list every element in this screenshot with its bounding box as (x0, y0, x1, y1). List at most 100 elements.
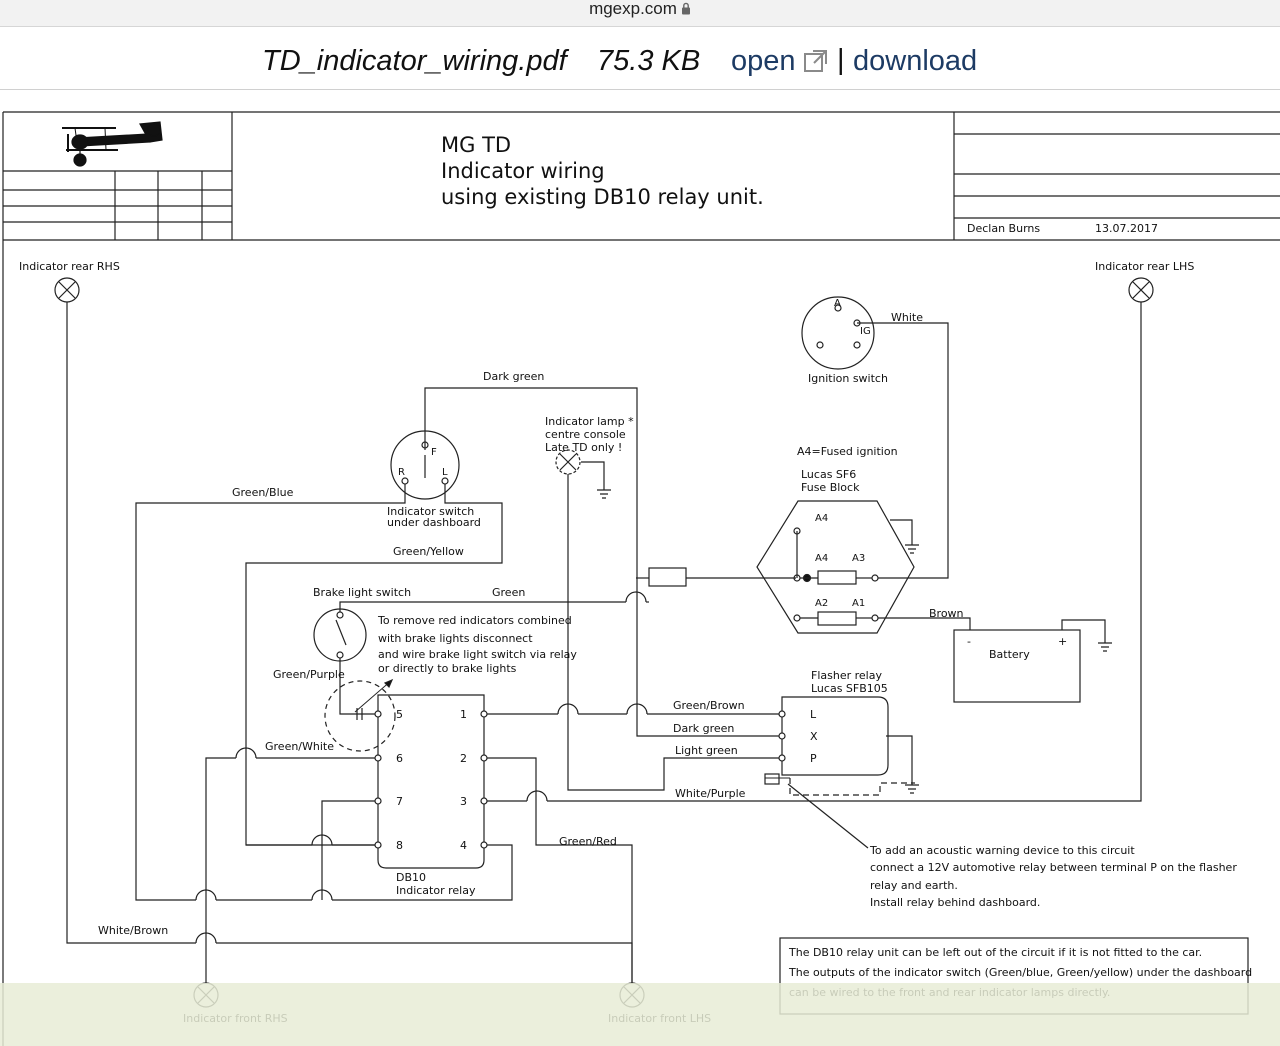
label-ind-r: R (398, 467, 405, 478)
label-acoustic-3: relay and earth. (870, 879, 958, 892)
label-a4: A4 (815, 553, 828, 564)
label-fuse-2: Fuse Block (801, 481, 860, 494)
label-db10-1: DB10 (396, 871, 426, 884)
label-a3: A3 (852, 553, 865, 564)
biplane-logo-icon (62, 121, 163, 167)
label-db10-2: Indicator relay (396, 884, 476, 897)
label-t3: 3 (460, 795, 467, 808)
label-rear-rhs: Indicator rear RHS (19, 260, 120, 273)
earth-symbols (597, 489, 1112, 794)
label-t8: 8 (396, 839, 403, 852)
title-block: MG TD Indicator wiring using existing DB… (2, 111, 1280, 1046)
indicator-lamp-icon (555, 449, 581, 475)
label-ind-switch-2: under dashboard (387, 516, 481, 529)
label-light-green: Light green (675, 744, 738, 757)
front-lhs-lamp-icon (619, 982, 645, 1008)
label-a2: A2 (815, 598, 828, 609)
label-fl-p: P (810, 752, 817, 765)
open-link[interactable]: open (731, 45, 796, 77)
label-batt-minus: - (967, 635, 971, 648)
label-box-3: can be wired to the front and rear indic… (789, 986, 1110, 999)
label-batt-plus: + (1058, 635, 1067, 648)
file-size: 75.3 KB (597, 45, 701, 77)
label-t7: 7 (396, 795, 403, 808)
label-green-red: Green/Red (559, 835, 617, 848)
label-brake-switch: Brake light switch (313, 586, 411, 599)
label-ind-l: L (442, 467, 448, 478)
label-note-3: and wire brake light switch via relay (378, 648, 577, 661)
label-ind-f: F (431, 447, 437, 458)
wiring-diagram: MG TD Indicator wiring using existing DB… (2, 111, 1280, 1046)
label-lamp-2: centre console (545, 428, 626, 441)
inline-fuse (648, 567, 687, 587)
label-box-2: The outputs of the indicator switch (Gre… (788, 966, 1252, 979)
label-ind-switch-1: Indicator switch (387, 505, 474, 518)
label-a4-top: A4 (815, 513, 828, 524)
label-front-rhs: Indicator front RHS (183, 1012, 288, 1025)
label-green-brown: Green/Brown (673, 699, 745, 712)
label-t2: 2 (460, 752, 467, 765)
label-fuse-1: Lucas SF6 (801, 468, 856, 481)
label-t4: 4 (460, 839, 467, 852)
label-ign-a: A (834, 298, 841, 309)
label-lamp-1: Indicator lamp * (545, 415, 634, 428)
label-white-purple: White/Purple (675, 787, 746, 800)
label-battery: Battery (989, 648, 1030, 661)
label-fl-l: L (810, 708, 817, 721)
label-note-4: or directly to brake lights (378, 662, 517, 675)
browser-address-bar[interactable]: mgexp.com (0, 0, 1280, 27)
label-lamp-3: Late TD only ! (545, 441, 622, 454)
rear-rhs-lamp-icon (54, 277, 80, 303)
title-line-3: using existing DB10 relay unit. (441, 185, 764, 209)
label-green-yellow: Green/Yellow (393, 545, 464, 558)
wires (66, 302, 1142, 983)
label-flasher-2: Lucas SFB105 (811, 682, 888, 695)
brake-light-switch (313, 608, 367, 662)
label-fl-x: X (810, 730, 818, 743)
label-t6: 6 (396, 752, 403, 765)
label-note-2: with brake lights disconnect (378, 632, 533, 645)
rear-lhs-lamp-icon (1128, 277, 1154, 303)
indicator-switch (390, 430, 460, 500)
label-green-white: Green/White (265, 740, 334, 753)
label-a1: A1 (852, 598, 865, 609)
flasher-relay (764, 696, 889, 785)
label-t1: 1 (460, 708, 467, 721)
label-acoustic-4: Install relay behind dashboard. (870, 896, 1040, 909)
file-name: TD_indicator_wiring.pdf (262, 45, 567, 77)
drawing-date: 13.07.2017 (1095, 222, 1158, 235)
label-fused-ign: A4=Fused ignition (797, 445, 898, 458)
label-t5: 5 (396, 708, 403, 721)
battery (953, 629, 1081, 703)
title-line-1: MG TD (441, 133, 511, 157)
external-link-icon[interactable] (803, 48, 829, 74)
label-brown: Brown (929, 607, 964, 620)
link-separator: | (837, 44, 845, 76)
label-ign-ig: IG (860, 326, 871, 337)
label-acoustic-1: To add an acoustic warning device to thi… (869, 844, 1135, 857)
label-green-blue: Green/Blue (232, 486, 294, 499)
url-text: mgexp.com (589, 0, 677, 18)
label-ignition-switch: Ignition switch (808, 372, 888, 385)
label-green: Green (492, 586, 525, 599)
author-name: Declan Burns (967, 222, 1040, 235)
label-note-1: To remove red indicators combined (377, 614, 572, 627)
download-link[interactable]: download (853, 45, 978, 77)
front-rhs-lamp-icon (193, 982, 219, 1008)
label-rear-lhs: Indicator rear LHS (1095, 260, 1194, 273)
label-front-lhs: Indicator front LHS (608, 1012, 711, 1025)
label-box-1: The DB10 relay unit can be left out of t… (788, 946, 1202, 959)
diagram-labels: Indicator rear RHS Indicator rear LHS In… (19, 260, 1252, 1025)
label-green-purple: Green/Purple (273, 668, 345, 681)
title-line-2: Indicator wiring (441, 159, 605, 183)
label-dark-green-top: Dark green (483, 370, 544, 383)
label-dark-green: Dark green (673, 722, 734, 735)
lock-icon (681, 2, 690, 15)
label-white-brown: White/Brown (98, 924, 168, 937)
ignition-switch (801, 296, 875, 370)
fuse-block (756, 500, 915, 634)
label-white: White (891, 311, 923, 324)
file-header: TD_indicator_wiring.pdf 75.3 KB open | d… (0, 27, 1280, 90)
label-acoustic-2: connect a 12V automotive relay between t… (870, 861, 1237, 874)
label-flasher-1: Flasher relay (811, 669, 882, 682)
